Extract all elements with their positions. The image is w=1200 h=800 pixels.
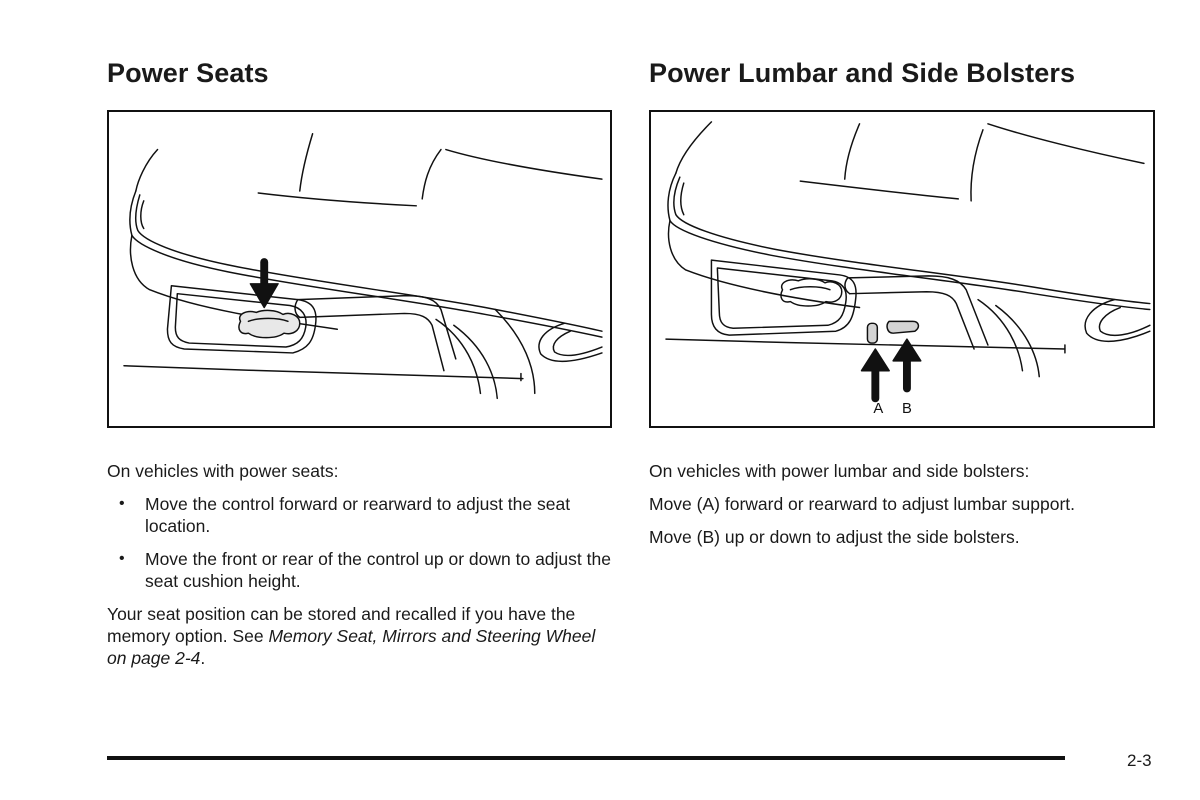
power-seats-text: On vehicles with power seats: • Move the… (107, 460, 612, 680)
section-title-power-lumbar: Power Lumbar and Side Bolsters (649, 58, 1076, 88)
list-item-text: Move the front or rear of the control up… (145, 549, 611, 591)
bolster-instruction: Move (B) up or down to adjust the side b… (649, 527, 1020, 547)
callout-label-b: B (902, 401, 912, 417)
lumbar-instruction: Move (A) forward or rearward to adjust l… (649, 494, 1075, 514)
list-item: • Move the control forward or rearward t… (107, 493, 612, 537)
callout-label-a: A (873, 401, 883, 417)
intro-text: On vehicles with power seats: (107, 461, 339, 481)
footer-rule (107, 756, 1065, 760)
memory-reference-link[interactable]: Memory Seat, Mirrors and Steering Wheel … (107, 626, 596, 668)
power-lumbar-text: On vehicles with power lumbar and side b… (649, 460, 1155, 559)
bullet-icon: • (119, 550, 125, 567)
list-item: • Move the front or rear of the control … (107, 548, 612, 592)
memory-paragraph: Your seat position can be stored and rec… (107, 603, 612, 669)
intro-text: On vehicles with power lumbar and side b… (649, 461, 1030, 481)
memory-text: Your seat position can be stored and rec… (107, 604, 576, 646)
list-item-text: Move the control forward or rearward to … (145, 494, 571, 536)
page-number: 2-3 (1127, 751, 1152, 770)
power-lumbar-illustration: A B (649, 110, 1155, 428)
bullet-icon: • (119, 495, 125, 512)
section-title-power-seats: Power Seats (107, 58, 269, 88)
power-seat-illustration (107, 110, 612, 428)
memory-text-end: . (200, 648, 206, 668)
adjustment-list: • Move the control forward or rearward t… (107, 493, 612, 592)
